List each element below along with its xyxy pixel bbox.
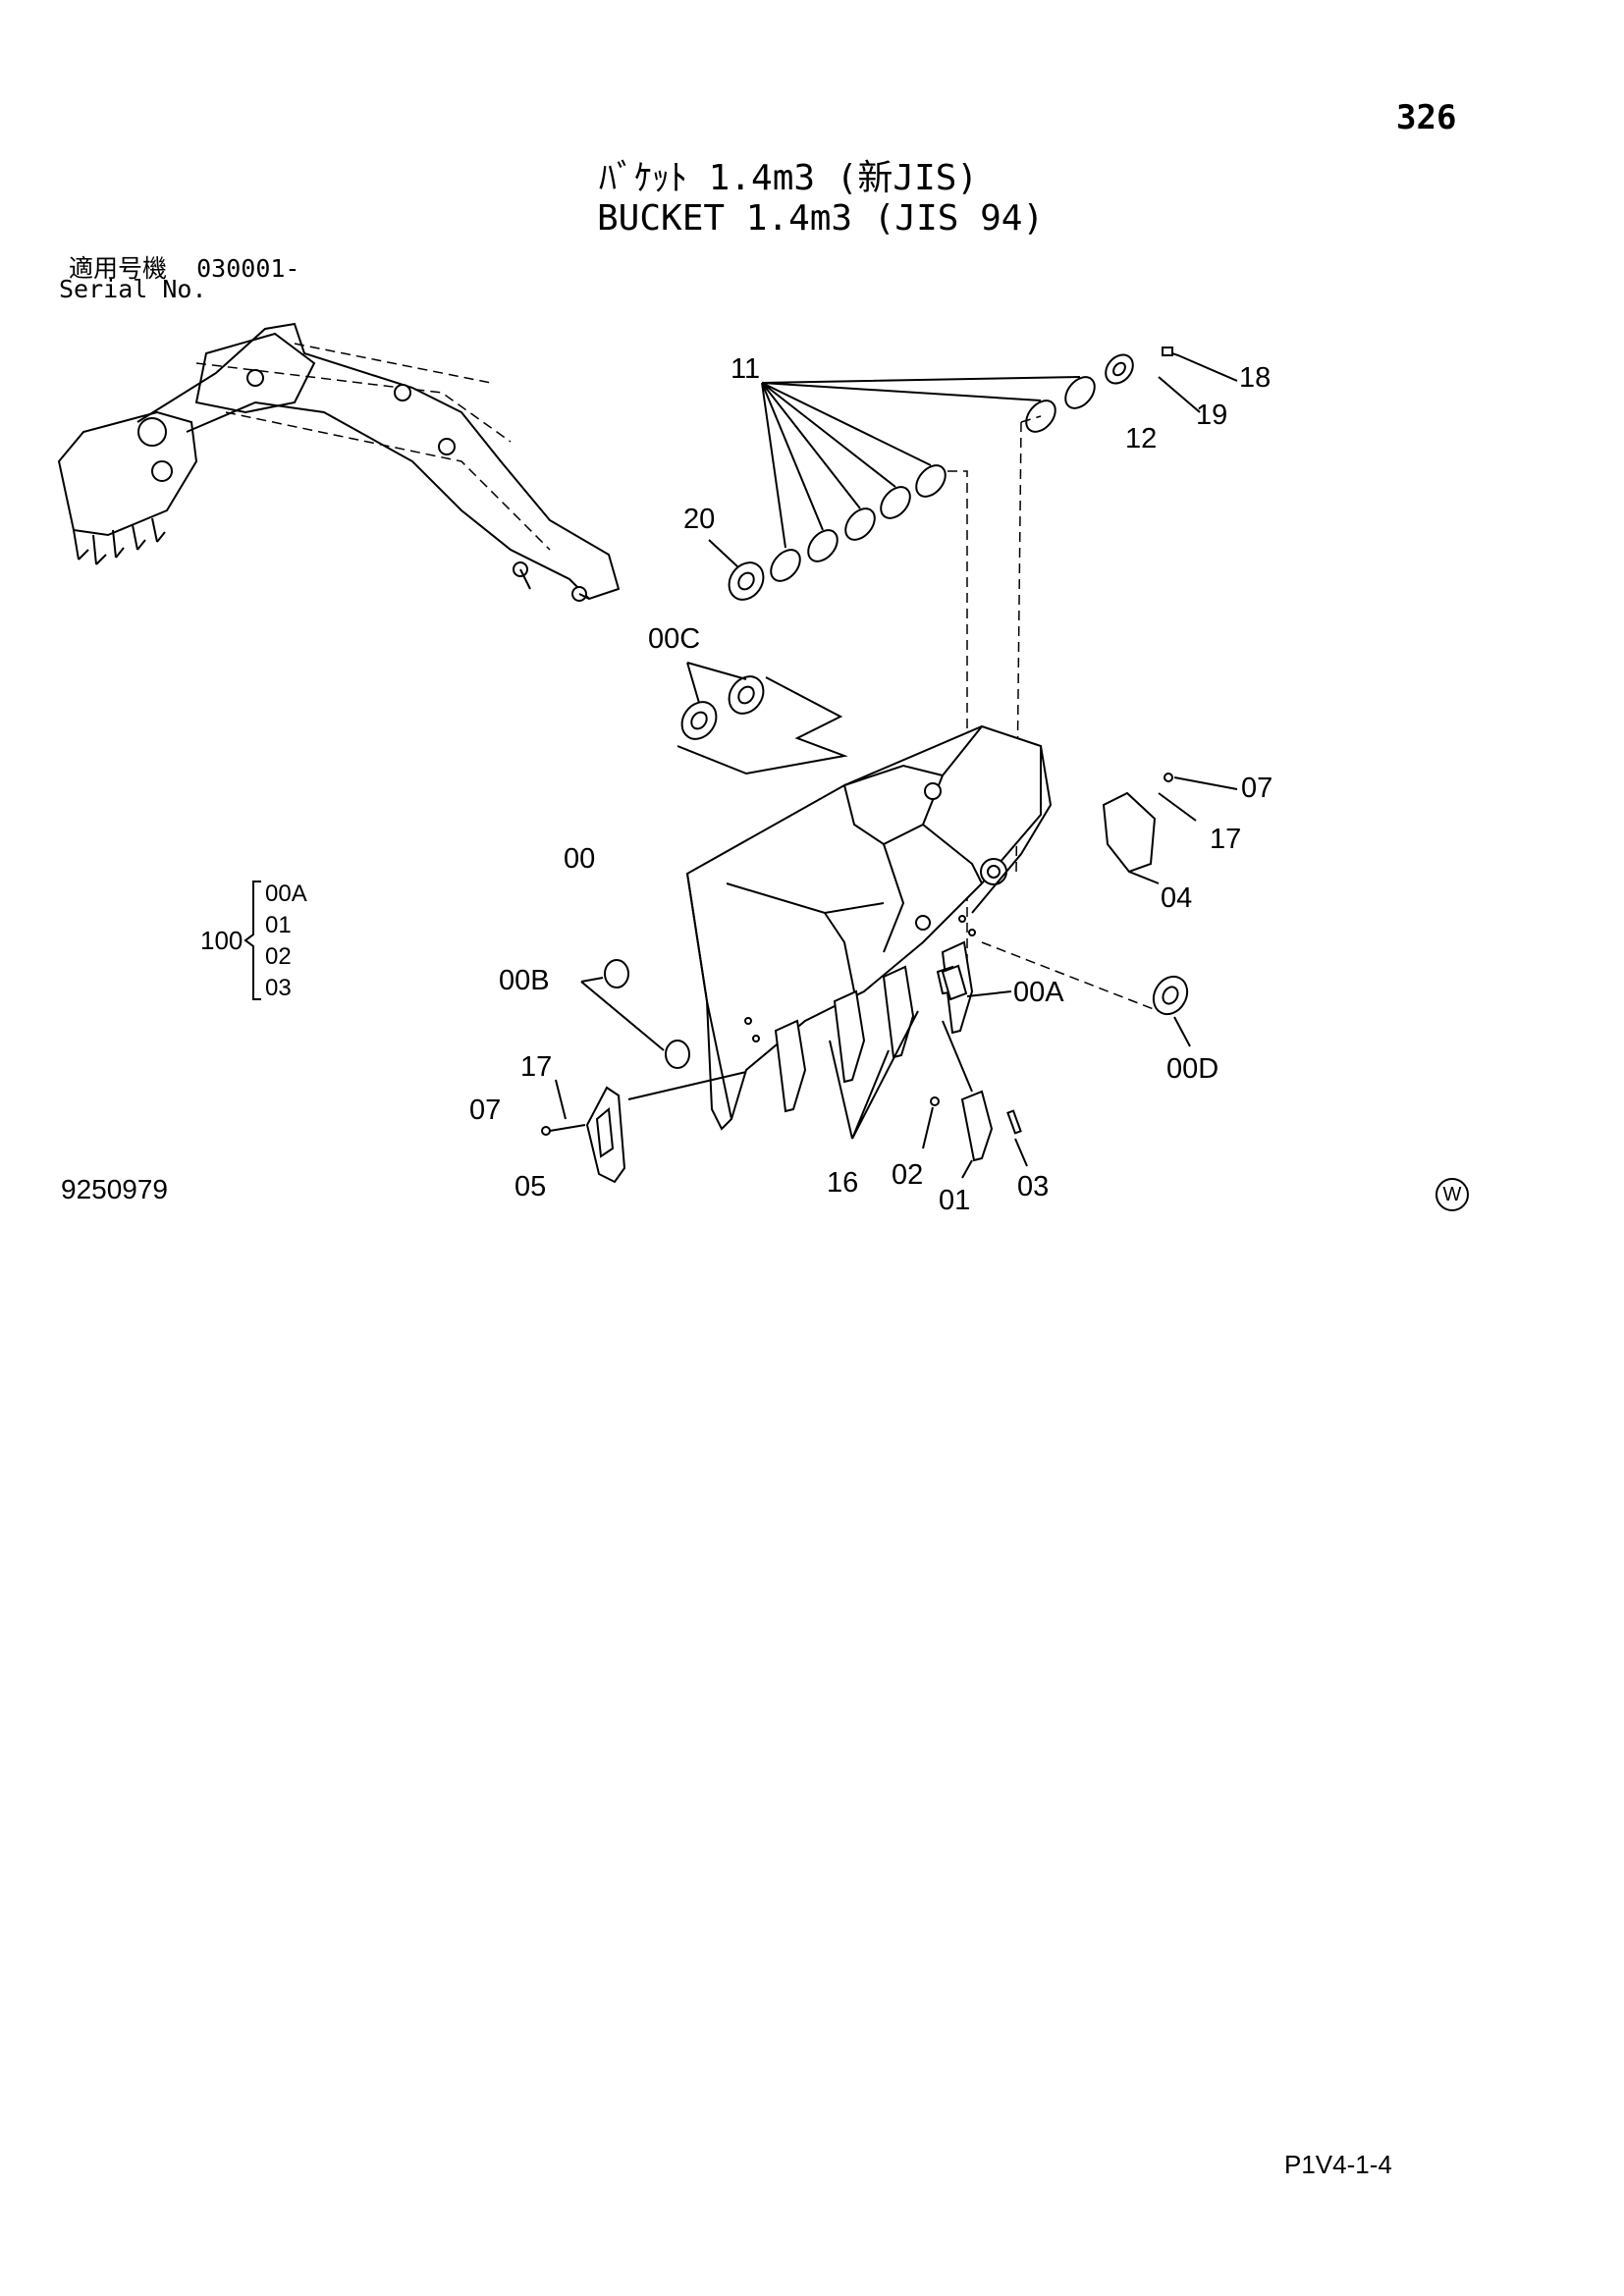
figure-number: 9250979 (61, 1174, 169, 1204)
title-japanese: ﾊﾞｹｯﾄ 1.4m3 (新JIS) (599, 158, 979, 198)
serial-label-en: Serial No. (59, 275, 207, 303)
seal-20 (708, 539, 765, 601)
callout-17-top: 17 (1210, 824, 1241, 855)
serial-label-jp-text: 適用号機 (69, 254, 168, 283)
callout-00B: 00B (499, 965, 550, 996)
callout-19: 19 (1196, 400, 1227, 431)
inset-front-attachment (57, 322, 621, 602)
assembly-child-1: 00A (265, 881, 307, 907)
callout-01: 01 (939, 1185, 970, 1216)
callout-03: 03 (1017, 1171, 1049, 1202)
callout-18: 18 (1239, 362, 1271, 394)
callout-04: 04 (1161, 882, 1192, 914)
callout-02: 02 (892, 1159, 923, 1191)
footer-code: P1V4-1-4 (1284, 2150, 1392, 2179)
bucket-body (685, 724, 1160, 1131)
assembly-child-4: 03 (265, 975, 292, 1001)
serial-label-jp: 適用号機 030001- (69, 249, 299, 285)
serial-value: 030001- (196, 254, 300, 283)
bushings-00B (580, 959, 690, 1069)
callout-11: 11 (731, 353, 760, 385)
callout-12: 12 (1125, 423, 1157, 454)
side-cutter-04 (1102, 773, 1238, 884)
callout-05: 05 (514, 1171, 546, 1202)
callout-20: 20 (683, 504, 715, 535)
seal-00D (1152, 975, 1191, 1047)
seals-00C (677, 662, 848, 775)
w-mark: W (1435, 1178, 1469, 1211)
tooth-01-pin-02-03 (922, 1020, 1028, 1179)
adapter-00A (941, 964, 1012, 1001)
bucket-exploded-diagram: 11 18 19 12 20 00C 07 17 00 04 00B 00A 1… (57, 322, 1272, 1216)
callout-17-bottom: 17 (520, 1051, 552, 1083)
shim-stack (761, 347, 1238, 991)
callout-16: 16 (827, 1167, 858, 1199)
callout-07-bottom: 07 (469, 1095, 501, 1126)
side-cutter-05 (541, 1071, 747, 1184)
page-number: 326 (1396, 98, 1457, 137)
assembly-child-2: 01 (265, 912, 292, 938)
callout-00C: 00C (648, 623, 700, 655)
callout-07-top: 07 (1241, 773, 1272, 804)
callout-00A: 00A (1013, 977, 1064, 1008)
assembly-bracket: 100 00A 01 02 03 (200, 881, 307, 1001)
callout-00: 00 (564, 843, 595, 875)
assembly-parent: 100 (200, 926, 243, 955)
callout-00D: 00D (1166, 1053, 1218, 1085)
assembly-child-3: 02 (265, 943, 292, 970)
title-english: BUCKET 1.4m3 (JIS 94) (597, 198, 1045, 239)
